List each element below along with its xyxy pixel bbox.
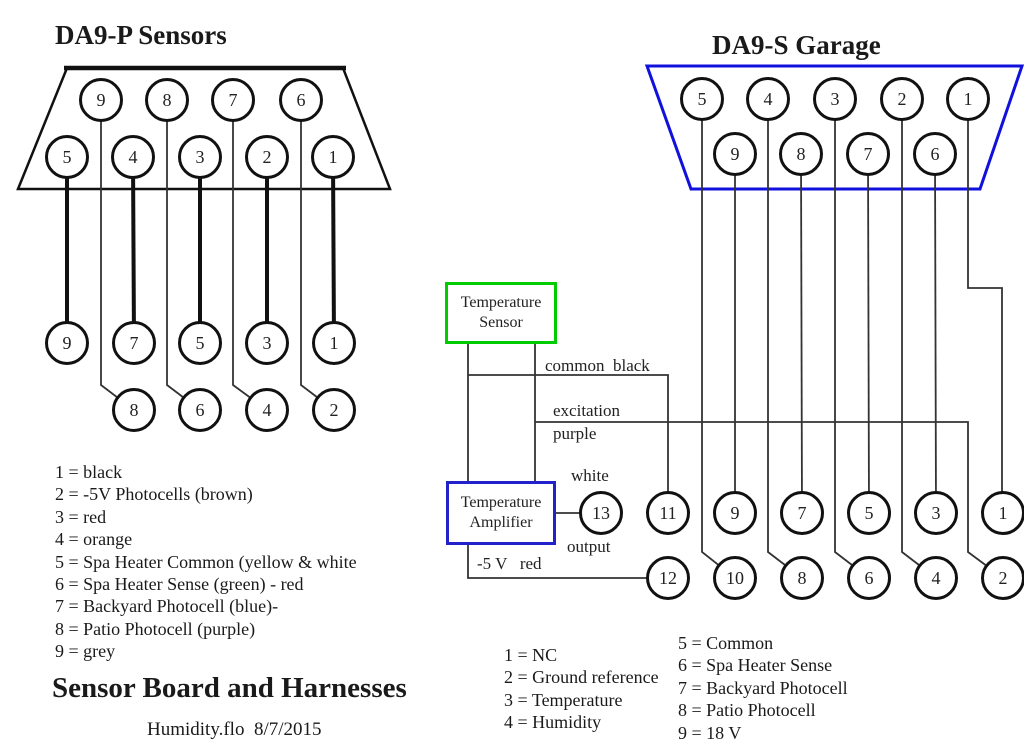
harness-wire-8: 8 <box>112 388 156 432</box>
da9s-legend-item-4: 4 = Humidity <box>504 712 602 733</box>
temperature-sensor-box: Temperature Sensor <box>445 282 557 344</box>
harness-wire-9: 9 <box>45 321 89 365</box>
da9s-legend-item-3: 3 = Temperature <box>504 689 623 710</box>
harness-wire-4: 4 <box>245 388 289 432</box>
board-terminal-7: 7 <box>780 491 824 535</box>
da9p-pin-8: 8 <box>145 78 189 122</box>
temperature-amplifier-box: Temperature Amplifier <box>446 481 556 545</box>
wire-s7-to-5 <box>867 153 870 514</box>
da9p-legend-item-4: 4 = orange <box>55 529 133 550</box>
da9s-pin-4: 4 <box>746 77 790 121</box>
da9s-legend-item-2: 2 = Ground reference <box>504 667 659 688</box>
board-terminal-8: 8 <box>780 556 824 600</box>
da9s-pin-7: 7 <box>846 132 890 176</box>
wire-p4-to-7 <box>131 156 136 344</box>
da9s-pin-6: 6 <box>913 132 957 176</box>
harness-wire-2: 2 <box>312 388 356 432</box>
da9p-legend-item-9: 9 = grey <box>55 641 116 662</box>
page-title: Sensor Board and Harnesses <box>52 672 407 704</box>
excitation-wire-label: excitation <box>553 401 621 420</box>
board-terminal-9: 9 <box>713 491 757 535</box>
da9p-pin-6: 6 <box>279 78 323 122</box>
harness-wire-5: 5 <box>178 321 222 365</box>
da9p-legend-item-3: 3 = red <box>55 506 107 527</box>
board-terminal-13: 13 <box>579 491 623 535</box>
board-terminal-6: 6 <box>847 556 891 600</box>
da9p-legend-item-6: 6 = Spa Heater Sense (green) - red <box>55 573 304 594</box>
wire-p1-to-1 <box>331 156 336 344</box>
common-black-wire-label: common black <box>545 356 650 375</box>
purple-wire-label: purple <box>553 424 597 443</box>
da9s-legend-item-6: 6 = Spa Heater Sense <box>678 655 833 676</box>
board-terminal-10: 10 <box>713 556 757 600</box>
da9p-legend-item-5: 5 = Spa Heater Common (yellow & white <box>55 551 357 572</box>
da9s-pin-9: 9 <box>713 132 757 176</box>
da9p-thick-wires <box>65 156 336 344</box>
da9p-pin-3: 3 <box>178 135 222 179</box>
board-terminal-1: 1 <box>981 491 1024 535</box>
board-terminal-12: 12 <box>646 556 690 600</box>
da9p-pin-4: 4 <box>111 135 155 179</box>
board-terminal-5: 5 <box>847 491 891 535</box>
da9p-pin-5: 5 <box>45 135 89 179</box>
da9s-legend-item-7: 7 = Backyard Photocell <box>678 677 848 698</box>
minus5v-red-wire-label: -5 V red <box>477 554 542 573</box>
da9p-pin-1: 1 <box>311 135 355 179</box>
output-wire-label: output <box>567 537 611 556</box>
da9p-legend-item-8: 8 = Patio Photocell (purple) <box>55 618 256 639</box>
da9p-legend-item-7: 7 = Backyard Photocell (blue)- <box>55 596 279 617</box>
wire-minus5v-red <box>467 545 668 579</box>
da9p-legend: 1 = black 2 = -5V Photocells (brown) 3 =… <box>55 461 357 663</box>
da9s-title: DA9-S Garage <box>712 30 881 60</box>
wire-common-black <box>468 374 669 513</box>
harness-wire-7: 7 <box>112 321 156 365</box>
harness-wire-1: 1 <box>312 321 356 365</box>
file-date-note: Humidity.flo 8/7/2015 <box>147 719 322 740</box>
board-terminal-4: 4 <box>914 556 958 600</box>
temperature-amplifier-label-line2: Amplifier <box>469 514 533 531</box>
da9p-pin-7: 7 <box>211 78 255 122</box>
da9p-pin-9: 9 <box>79 78 123 122</box>
da9s-legend-item-9: 9 = 18 V <box>678 722 742 741</box>
da9s-pin-1: 1 <box>946 77 990 121</box>
da9p-pin-2: 2 <box>245 135 289 179</box>
da9s-legend-col2: 5 = Common 6 = Spa Heater Sense 7 = Back… <box>678 632 848 741</box>
white-wire-label: white <box>571 466 609 485</box>
wire-s8-to-7 <box>800 153 803 514</box>
da9s-pin-8: 8 <box>779 132 823 176</box>
harness-wire-3: 3 <box>245 321 289 365</box>
da9s-legend-item-8: 8 = Patio Photocell <box>678 700 816 721</box>
da9s-pin-5: 5 <box>680 77 724 121</box>
da9p-legend-item-1: 1 = black <box>55 462 123 482</box>
da9s-pin-3: 3 <box>813 77 857 121</box>
da9s-legend-item-5: 5 = Common <box>678 633 774 653</box>
da9s-pin-2: 2 <box>880 77 924 121</box>
da9p-legend-item-2: 2 = -5V Photocells (brown) <box>55 484 253 505</box>
temperature-sensor-label-line1: Temperature <box>460 294 542 311</box>
board-terminal-11: 11 <box>646 491 690 535</box>
board-terminal-2: 2 <box>981 556 1024 600</box>
da9s-legend-item-1: 1 = NC <box>504 645 558 665</box>
wire-s1-to-1 <box>967 99 1003 513</box>
wire-s6-to-3 <box>934 153 937 514</box>
da9s-legend-col1: 1 = NC 2 = Ground reference 3 = Temperat… <box>504 644 659 734</box>
temperature-amplifier-label-line1: Temperature <box>460 494 542 511</box>
temperature-sensor-label-line2: Sensor <box>479 314 523 331</box>
da9p-title: DA9-P Sensors <box>55 20 227 50</box>
board-terminal-3: 3 <box>914 491 958 535</box>
harness-wire-6: 6 <box>178 388 222 432</box>
